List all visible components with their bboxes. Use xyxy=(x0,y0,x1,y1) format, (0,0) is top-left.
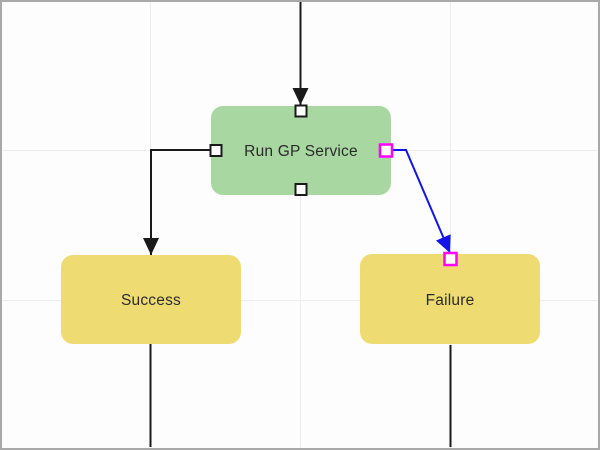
node-success[interactable] xyxy=(61,255,241,344)
port-run-gp-service-left[interactable] xyxy=(209,144,223,157)
port-run-gp-service-right-selected[interactable] xyxy=(378,143,394,158)
edge-run-gp-service-to-failure-selected[interactable] xyxy=(392,149,451,254)
ports xyxy=(209,104,458,267)
node-run-gp-service-label: Run GP Service xyxy=(244,143,358,160)
node-run-gp-service[interactable] xyxy=(211,106,391,195)
edge-run-gp-service-to-success[interactable] xyxy=(143,149,211,255)
node-success-label: Success xyxy=(121,292,181,309)
node-failure-label: Failure xyxy=(426,292,475,309)
edges xyxy=(143,2,452,447)
port-failure-top-selected[interactable] xyxy=(443,251,458,267)
port-run-gp-service-bottom[interactable] xyxy=(294,183,308,196)
port-run-gp-service-top[interactable] xyxy=(294,104,308,118)
node-failure[interactable] xyxy=(360,254,540,344)
nodes: Run GP Service Success Failure xyxy=(61,106,540,344)
